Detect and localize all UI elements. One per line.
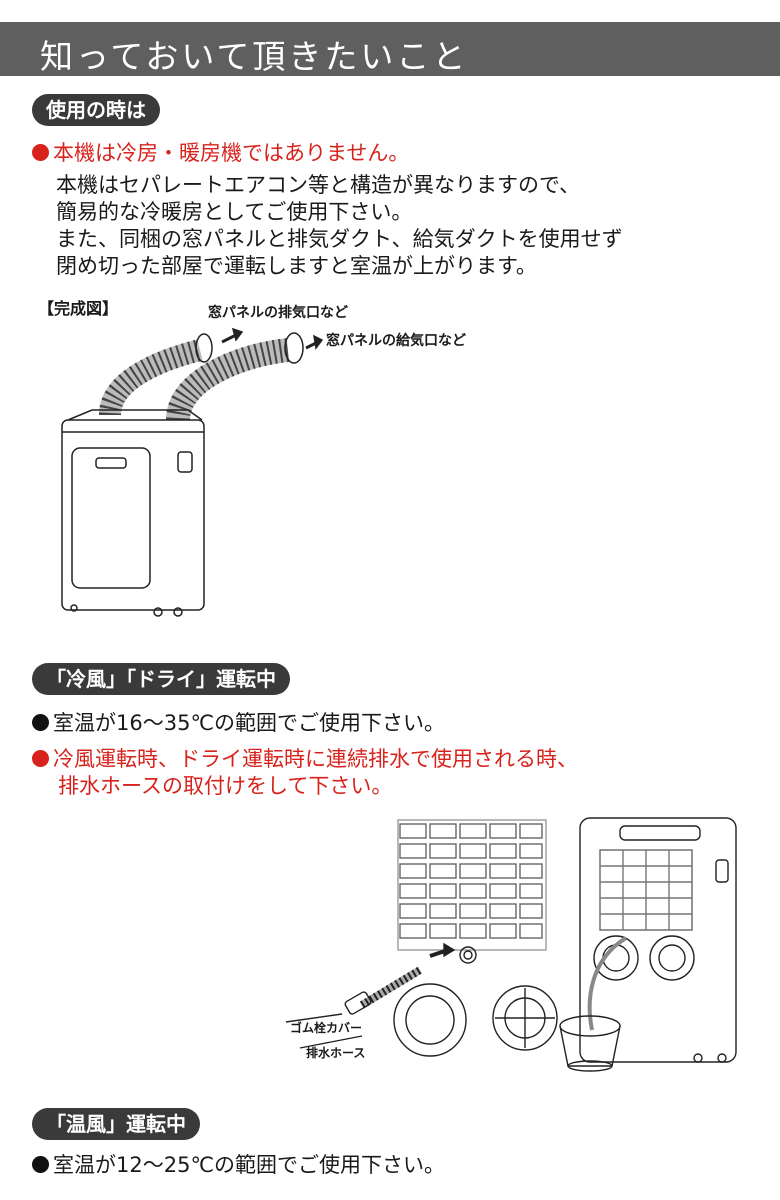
- warning-not-aircon: 本機は冷房・暖房機ではありません。: [32, 140, 409, 167]
- black-bullet-icon: [32, 1156, 49, 1173]
- drain-hose-illustration: [285, 817, 737, 1072]
- drain-hose-label: 排水ホース: [306, 1046, 366, 1060]
- red-bullet-icon: [32, 144, 49, 161]
- red-bullet-icon: [32, 750, 49, 767]
- use-line-4: 閉め切った部屋で運転しますと室温が上がります。: [56, 254, 537, 278]
- section-badge-cool-dry: 「冷風」「ドライ」運転中: [32, 663, 290, 695]
- exhaust-label: 窓パネルの排気口など: [208, 305, 348, 321]
- rubber-cap-label: ゴム栓カバー: [290, 1021, 363, 1035]
- warm-temp-note: 室温が12〜25℃の範囲でご使用下さい。: [32, 1152, 445, 1179]
- page-title-bar: 知っておいて頂きたいこと: [0, 22, 780, 76]
- intake-label: 窓パネルの給気口など: [326, 333, 466, 349]
- drain-note-2: 排水ホースの取付けをして下さい。: [58, 774, 393, 798]
- use-line-3: また、同梱の窓パネルと排気ダクト、給気ダクトを使用せず: [56, 227, 623, 251]
- section-badge-use: 使用の時は: [32, 94, 160, 126]
- page-title: 知っておいて頂きたいこと: [40, 37, 469, 76]
- unit-with-ducts-illustration: [61, 327, 324, 617]
- drain-note-1: 冷風運転時、ドライ運転時に連続排水で使用される時、: [32, 746, 578, 773]
- use-line-2: 簡易的な冷暖房としてご使用下さい。: [56, 200, 413, 224]
- cool-temp-note: 室温が16〜35℃の範囲でご使用下さい。: [32, 710, 445, 737]
- section-badge-warm: 「温風」運転中: [32, 1108, 200, 1140]
- black-bullet-icon: [32, 714, 49, 731]
- figure-label: 【完成図】: [38, 299, 119, 318]
- use-line-1: 本機はセパレートエアコン等と構造が異なりますので、: [56, 173, 581, 197]
